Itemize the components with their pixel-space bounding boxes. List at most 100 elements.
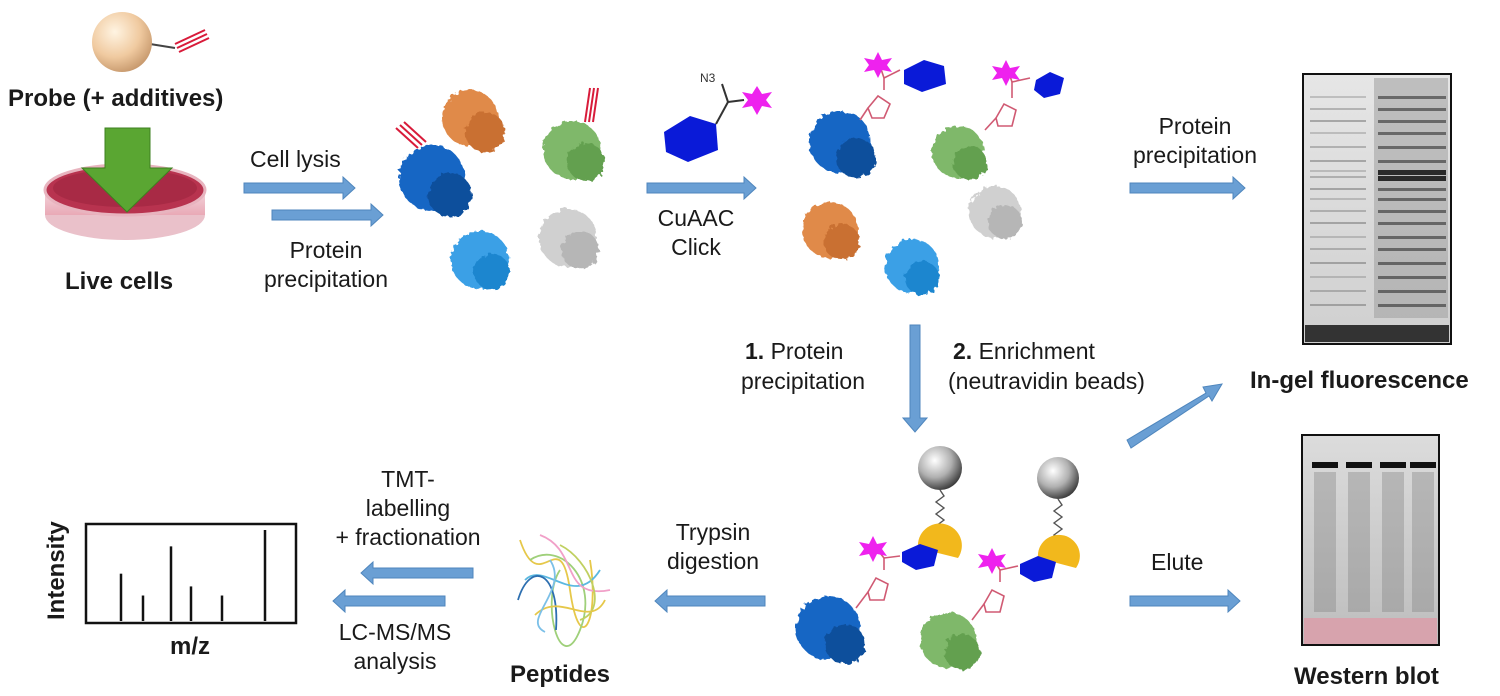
protein-grey-icon <box>539 209 599 269</box>
gel-band <box>1378 176 1446 181</box>
gel-band <box>1310 248 1366 250</box>
gel-band <box>1378 108 1446 111</box>
live-cells-label: Live cells <box>65 268 174 295</box>
western-blot-image <box>1301 434 1440 646</box>
arrow-precipitation <box>271 202 384 228</box>
neutravidin-bead-2 <box>1037 457 1080 568</box>
gel-band <box>1310 188 1366 190</box>
gel-band <box>1378 160 1446 163</box>
gel-band <box>1378 188 1446 191</box>
fluorophore-icon <box>992 60 1020 86</box>
probe-bead <box>92 12 210 72</box>
tmt-label: TMT- labelling + fractionation <box>335 466 481 550</box>
gel-band <box>1378 146 1446 149</box>
gel-band <box>1378 304 1446 307</box>
right-precipitation-label: Protein precipitation <box>1132 113 1258 168</box>
elute-label: Elute <box>1151 549 1204 575</box>
protein-orange-icon <box>442 90 505 152</box>
blot-lane <box>1314 472 1336 612</box>
protein-blue-bead-icon <box>796 596 865 664</box>
step2-label-2: (neutravidin beads) <box>948 368 1145 394</box>
biotin-icon <box>902 544 938 570</box>
blot-band <box>1380 462 1406 468</box>
gel-band <box>1310 96 1366 98</box>
protein-blue-labeled-icon <box>399 145 472 217</box>
western-blot-label: Western blot <box>1294 663 1439 690</box>
protein-light-blue-icon <box>451 231 510 290</box>
gel-band <box>1378 276 1446 279</box>
alkyne-tag-icon <box>395 87 599 149</box>
blot-lane <box>1382 472 1404 612</box>
protein-grey-click-icon <box>969 186 1022 239</box>
step1-label-2: precipitation <box>741 368 866 394</box>
blot-band <box>1346 462 1372 468</box>
gel-band <box>1310 108 1366 110</box>
intensity-axis-label: Intensity <box>43 521 70 620</box>
protein-orange-click-icon <box>802 202 860 260</box>
biotin-icon <box>1020 556 1056 582</box>
gel-band <box>1310 276 1366 278</box>
bead-conjugate-2 <box>971 559 1019 621</box>
probe-label: Probe (+ additives) <box>8 85 224 112</box>
lcms-label: LC-MS/MS analysis <box>338 619 452 674</box>
blot-band <box>1410 462 1436 468</box>
green-arrow-icon <box>80 127 174 213</box>
gel-band <box>1310 290 1366 292</box>
gel-band <box>1378 132 1446 135</box>
neutravidin-bead-1 <box>917 446 962 558</box>
gel-band <box>1378 290 1446 293</box>
gel-band <box>1310 170 1366 172</box>
protein-light-blue-click-icon <box>885 239 939 295</box>
gel-band <box>1310 210 1366 212</box>
blot-lane <box>1412 472 1434 612</box>
gel-band <box>1378 210 1446 213</box>
azide-fluorophore-reagent-icon <box>664 83 772 162</box>
protein-green-labeled-icon <box>543 121 605 181</box>
biotin-icon <box>1034 72 1064 98</box>
gel-band <box>1378 222 1446 225</box>
gel-band <box>1310 236 1366 238</box>
arrow-click <box>646 175 757 201</box>
arrow-cell-lysis <box>243 175 356 201</box>
fluorophore-icon <box>978 548 1006 574</box>
arrow-tmt <box>360 560 474 586</box>
gel-band <box>1310 304 1366 306</box>
azide-label: N3 <box>700 71 716 85</box>
gel-band <box>1378 96 1446 99</box>
fluorophore-icon <box>864 52 892 78</box>
peptides-label: Peptides <box>510 661 611 688</box>
step1-label: 1. Protein <box>745 338 844 364</box>
mass-spectrum <box>84 522 298 625</box>
fluorophore-icon <box>859 536 887 562</box>
cell-lysis-label: Cell lysis <box>250 146 341 172</box>
gel-band <box>1310 262 1366 264</box>
biotin-icon <box>904 60 946 92</box>
arrow-down-enrichment <box>901 324 929 433</box>
gel-band <box>1310 198 1366 200</box>
gel-band <box>1310 176 1366 178</box>
cuaac-click-label: CuAAC Click <box>657 205 735 260</box>
gel-band <box>1310 132 1366 134</box>
gel-band <box>1310 160 1366 162</box>
in-gel-fluorescence-image <box>1302 73 1452 345</box>
peptides-icon <box>517 534 611 647</box>
arrow-to-gel <box>1129 175 1246 201</box>
arrow-trypsin <box>654 588 766 614</box>
step2-label: 2. Enrichment <box>953 338 1095 364</box>
blot-lane <box>1348 472 1370 612</box>
arrow-to-gel-diagonal <box>1126 383 1223 449</box>
gel-band <box>1378 120 1446 123</box>
trypsin-label: Trypsin digestion <box>666 519 760 574</box>
blot-band <box>1312 462 1338 468</box>
bead-conjugate-1 <box>855 547 901 609</box>
gel-band <box>1378 236 1446 239</box>
gel-band <box>1310 146 1366 148</box>
protein-green-click-icon <box>932 126 987 180</box>
mz-axis-label: m/z <box>170 633 211 660</box>
gel-band <box>1378 170 1446 175</box>
arrow-lcms <box>332 588 446 614</box>
in-gel-label: In-gel fluorescence <box>1250 367 1469 394</box>
gel-band <box>1378 198 1446 201</box>
